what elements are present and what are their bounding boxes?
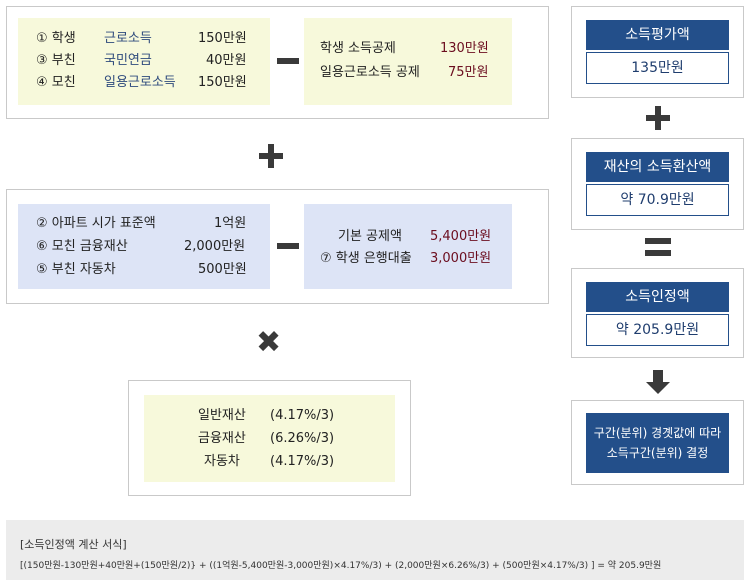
bracket-decision-panel: 구간(분위) 경곗값에 따라 소득구간(분위) 결정 bbox=[586, 413, 729, 473]
income-row-1-amount: 150만원 bbox=[198, 31, 247, 46]
asset-conv-value: 약 70.9만원 bbox=[586, 184, 729, 216]
bracket-decision-box: 구간(분위) 경곗값에 따라 소득구간(분위) 결정 bbox=[571, 400, 744, 485]
recognized-income-title: 소득인정액 bbox=[586, 282, 729, 312]
income-row-3-kind: 일용근로소득 bbox=[104, 75, 176, 90]
rate-panel: 일반재산 (4.17%/3) 금융재산 (6.26%/3) 자동차 (4.17%… bbox=[144, 395, 395, 482]
rate-row-2-rate: (6.26%/3) bbox=[270, 431, 335, 446]
asset-row-2-label: ⑥ 모친 금융재산 bbox=[36, 239, 128, 254]
rate-row-1-rate: (4.17%/3) bbox=[270, 408, 335, 423]
asset-deduction-row-2-amount: 3,000만원 bbox=[430, 251, 492, 266]
income-row-1-kind: 근로소득 bbox=[104, 31, 152, 46]
asset-row-1-label: ② 아파트 시가 표준액 bbox=[36, 216, 156, 231]
income-row-1-label: ① 학생 bbox=[36, 31, 76, 46]
income-items-panel: ① 학생 근로소득 150만원 ③ 부친 국민연금 40만원 ④ 모친 일용근로… bbox=[18, 18, 270, 105]
asset-deduction-row-1-label: 기본 공제액 bbox=[338, 229, 402, 244]
asset-conv-box: 재산의 소득환산액 약 70.9만원 bbox=[571, 138, 744, 230]
income-row-2-amount: 40만원 bbox=[206, 53, 247, 68]
deduction-row-2-label: 일용근로소득 공제 bbox=[320, 65, 420, 80]
recognized-income-value: 약 205.9만원 bbox=[586, 314, 729, 346]
income-eval-title: 소득평가액 bbox=[586, 20, 729, 50]
income-eval-box: 소득평가액 135만원 bbox=[571, 6, 744, 98]
deduction-row-2-amount: 75만원 bbox=[448, 65, 489, 80]
deduction-row-1-amount: 130만원 bbox=[440, 41, 489, 56]
bracket-decision-line-2: 소득구간(분위) 결정 bbox=[606, 446, 709, 460]
asset-deduction-row-2-label: ⑦ 학생 은행대출 bbox=[320, 251, 412, 266]
rate-row-2-label: 금융재산 bbox=[198, 431, 246, 446]
bracket-decision-line-1: 구간(분위) 경곗값에 따라 bbox=[593, 426, 722, 440]
asset-row-3-amount: 500만원 bbox=[198, 262, 247, 277]
rate-row-1-label: 일반재산 bbox=[198, 408, 246, 423]
multiply-icon: ✖ bbox=[256, 325, 282, 360]
income-deductions-panel: 학생 소득공제 130만원 일용근로소득 공제 75만원 bbox=[304, 18, 512, 105]
income-row-3-amount: 150만원 bbox=[198, 75, 247, 90]
minus-icon bbox=[277, 243, 299, 249]
asset-items-panel: ② 아파트 시가 표준액 1억원 ⑥ 모친 금융재산 2,000만원 ⑤ 부친 … bbox=[18, 204, 270, 289]
rate-row-3-rate: (4.17%/3) bbox=[270, 454, 335, 469]
income-row-2-kind: 국민연금 bbox=[104, 53, 152, 68]
formula-text: [(150만원-130만원+40만원+(150만원/2)} + ((1억원-5,… bbox=[20, 561, 662, 571]
asset-deductions-panel: 기본 공제액 5,400만원 ⑦ 학생 은행대출 3,000만원 bbox=[304, 204, 512, 289]
asset-row-3-label: ⑤ 부친 자동차 bbox=[36, 262, 116, 277]
asset-row-1-amount: 1억원 bbox=[214, 216, 247, 231]
rate-row-3-label: 자동차 bbox=[204, 454, 240, 469]
minus-icon bbox=[277, 58, 299, 64]
asset-conv-title: 재산의 소득환산액 bbox=[586, 152, 729, 182]
income-eval-value: 135만원 bbox=[586, 52, 729, 84]
formula-title: [소득인정액 계산 서식] bbox=[20, 538, 127, 551]
recognized-income-box: 소득인정액 약 205.9만원 bbox=[571, 268, 744, 358]
income-row-3-label: ④ 모친 bbox=[36, 75, 76, 90]
deduction-row-1-label: 학생 소득공제 bbox=[320, 41, 396, 56]
income-row-2-label: ③ 부친 bbox=[36, 53, 76, 68]
formula-box: [소득인정액 계산 서식] [(150만원-130만원+40만원+(150만원/… bbox=[6, 520, 744, 580]
asset-deduction-row-1-amount: 5,400만원 bbox=[430, 229, 492, 244]
asset-row-2-amount: 2,000만원 bbox=[184, 239, 246, 254]
